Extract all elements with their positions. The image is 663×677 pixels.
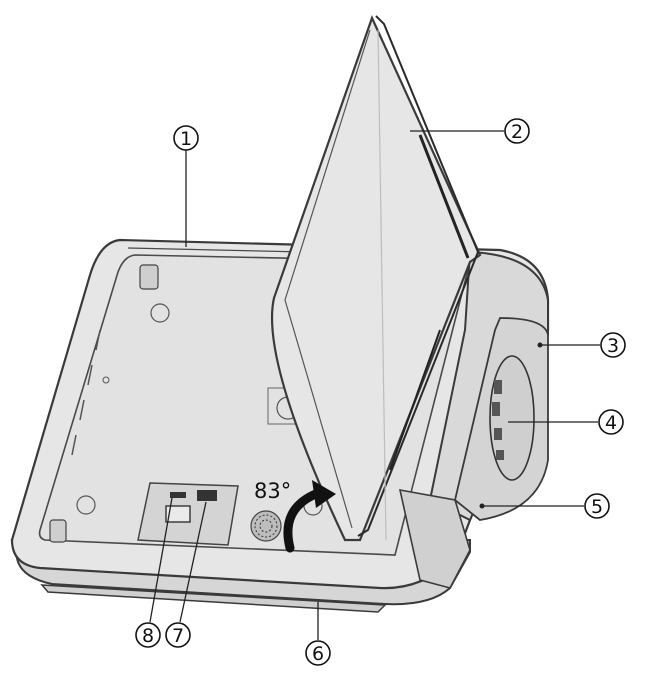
leader-dot — [479, 503, 485, 509]
mount-hole — [150, 303, 170, 323]
left-slot — [49, 519, 67, 543]
leader-lines — [149, 130, 600, 640]
svg-text:7: 7 — [172, 625, 184, 647]
port-8 — [170, 492, 186, 498]
left-slot — [139, 264, 159, 290]
screen-dark-edge — [418, 134, 470, 259]
side-port — [494, 428, 502, 440]
screen-inner-edge — [284, 29, 371, 529]
left-edge-detail — [71, 329, 101, 456]
mount-hole — [76, 495, 96, 515]
callout-4: 4 — [598, 409, 624, 435]
base-front-lip — [40, 584, 387, 613]
svg-text:4: 4 — [605, 412, 617, 434]
svg-text:5: 5 — [591, 496, 603, 518]
speaker-grille — [250, 510, 282, 542]
rotation-arrow-head — [312, 480, 336, 508]
screen-back-panel — [270, 15, 482, 542]
screen-center-crease — [377, 29, 387, 541]
callout-3: 3 — [600, 332, 626, 358]
svg-text:3: 3 — [607, 335, 619, 357]
callout-8: 8 — [135, 622, 161, 648]
callout-2: 2 — [504, 118, 530, 144]
base-right-wedge — [398, 488, 471, 589]
callout-1: 1 — [173, 125, 199, 151]
port-block — [165, 505, 191, 523]
callout-5: 5 — [584, 493, 610, 519]
hinge-port-panel — [489, 355, 535, 481]
side-port — [492, 402, 500, 416]
leader-dot — [537, 342, 543, 348]
port-7 — [197, 490, 217, 501]
svg-text:6: 6 — [312, 643, 324, 665]
screen-front-bezel — [357, 15, 480, 537]
screw-hole — [102, 376, 110, 384]
svg-text:2: 2 — [511, 121, 523, 143]
callout-7: 7 — [165, 622, 191, 648]
side-port — [496, 450, 504, 460]
screen-dark-edge-lower — [389, 329, 441, 471]
rotation-arrow — [283, 488, 323, 553]
side-port — [494, 380, 502, 394]
svg-text:8: 8 — [142, 625, 154, 647]
hinge-angle-label: 83° — [254, 479, 291, 503]
svg-text:1: 1 — [180, 128, 192, 150]
callout-6: 6 — [305, 640, 331, 666]
